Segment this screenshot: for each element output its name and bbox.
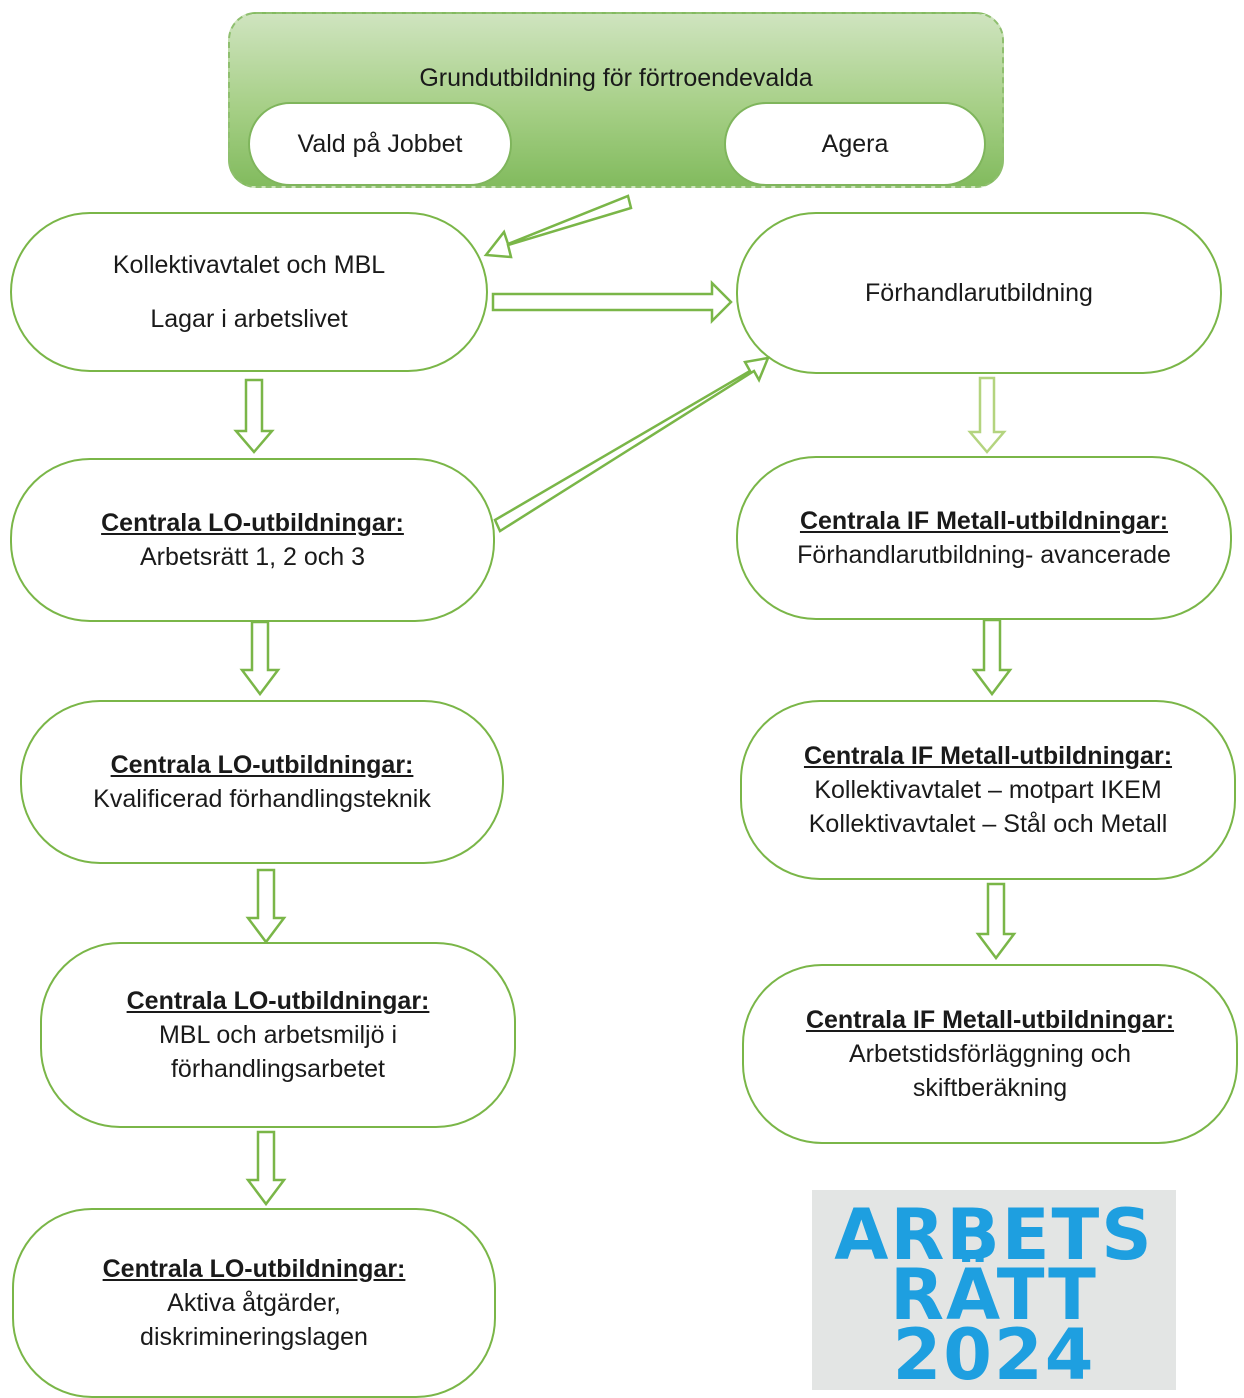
arrow-arbetsratt-to-forhandlar bbox=[493, 356, 771, 533]
node-line: Förhandlarutbildning bbox=[865, 279, 1093, 307]
logo-text-line: ARBETS bbox=[834, 1194, 1154, 1276]
node-ifm-forhandlar-avancerade: Centrala IF Metall-utbildningar: Förhand… bbox=[736, 456, 1232, 620]
node-ifm-arbetstid: Centrala IF Metall-utbildningar: Arbetst… bbox=[742, 964, 1238, 1144]
arrow-down-left-4 bbox=[245, 1130, 287, 1207]
arrow-down-left-3 bbox=[245, 868, 287, 945]
node-line: Kollektivavtalet och MBL bbox=[112, 251, 386, 279]
node-lo-forhandlingsteknik: Centrala LO-utbildningar: Kvalificerad f… bbox=[20, 700, 504, 864]
arrow-down-left-1 bbox=[233, 378, 275, 454]
node-line: Aktiva åtgärder, bbox=[167, 1289, 341, 1317]
node-header: Centrala LO-utbildningar: bbox=[110, 751, 414, 779]
node-header: Centrala LO-utbildningar: bbox=[101, 509, 404, 537]
banner-title: Grundutbildning för förtroendevalda bbox=[419, 64, 813, 92]
node-header: Centrala IF Metall-utbildningar: bbox=[799, 507, 1169, 535]
node-line: skiftberäkning bbox=[912, 1074, 1068, 1102]
node-line: Arbetsrätt 1, 2 och 3 bbox=[139, 543, 366, 571]
node-lo-mbl-arbetsmiljo: Centrala LO-utbildningar: MBL och arbets… bbox=[40, 942, 516, 1128]
node-header: Centrala LO-utbildningar: bbox=[126, 987, 430, 1015]
arrow-down-right-2 bbox=[971, 618, 1013, 697]
node-line: MBL och arbetsmiljö i bbox=[158, 1021, 398, 1049]
arbetsratt-2024-logo: ARBETS RÄTT 2024 bbox=[812, 1190, 1176, 1390]
arrow-kollektivavtalet-to-forhandlar bbox=[491, 279, 733, 325]
node-header: Centrala LO-utbildningar: bbox=[102, 1255, 406, 1283]
node-line: Kollektivavtalet – Stål och Metall bbox=[808, 810, 1168, 838]
logo-text-line: RÄTT bbox=[890, 1254, 1098, 1336]
node-header: Centrala IF Metall-utbildningar: bbox=[803, 742, 1173, 770]
arrow-down-right-3 bbox=[975, 882, 1017, 961]
node-line: Arbetstidsförläggning och bbox=[848, 1040, 1132, 1068]
node-kollektivavtalet-mbl: Kollektivavtalet och MBL Lagar i arbetsl… bbox=[10, 212, 488, 372]
arrow-down-left-2 bbox=[239, 620, 281, 697]
arrow-banner-to-kollektivavtalet bbox=[483, 194, 633, 259]
node-line: Kollektivavtalet – motpart IKEM bbox=[814, 776, 1162, 804]
node-forhandlarutbildning: Förhandlarutbildning bbox=[736, 212, 1222, 374]
node-line: diskrimineringslagen bbox=[140, 1323, 368, 1351]
node-lo-arbetsratt: Centrala LO-utbildningar: Arbetsrätt 1, … bbox=[10, 458, 495, 622]
pill-vald-pa-jobbet: Vald på Jobbet bbox=[248, 102, 512, 186]
node-header: Centrala IF Metall-utbildningar: bbox=[805, 1006, 1175, 1034]
node-line: förhandlingsarbetet bbox=[170, 1055, 386, 1083]
logo-text-line: 2024 bbox=[892, 1314, 1096, 1396]
pill-agera: Agera bbox=[724, 102, 986, 186]
arrow-down-right-1 bbox=[967, 376, 1007, 454]
banner-basic-training: Grundutbildning för förtroendevalda Vald… bbox=[228, 12, 1004, 188]
node-line: Förhandlarutbildning- avancerade bbox=[797, 541, 1171, 569]
node-line: Lagar i arbetslivet bbox=[150, 305, 348, 333]
node-ifm-kollektivavtalet: Centrala IF Metall-utbildningar: Kollekt… bbox=[740, 700, 1236, 880]
node-line: Kvalificerad förhandlingsteknik bbox=[93, 785, 431, 813]
